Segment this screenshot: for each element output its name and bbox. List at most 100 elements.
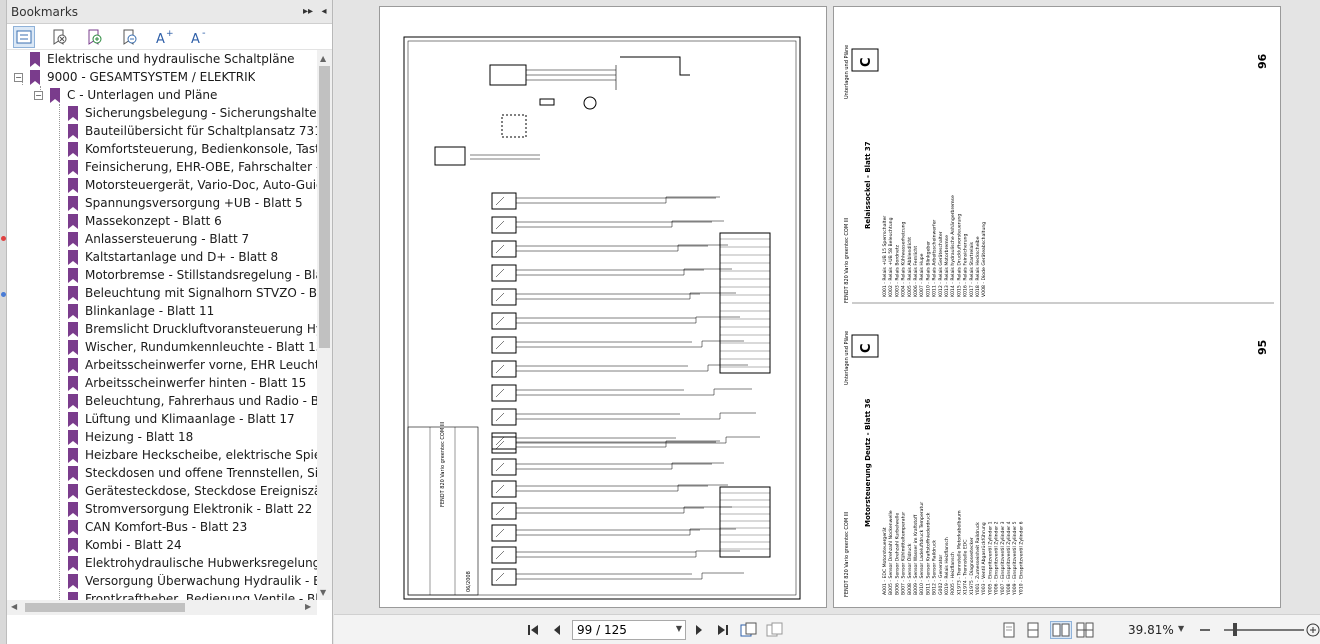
scroll-right-icon[interactable]: ▶ [305, 602, 312, 611]
bookmark-horizontal-scrollbar[interactable]: ◀ ▶ [7, 600, 317, 615]
bookmark-item[interactable]: Versorgung Überwachung Hydraulik - Blat [67, 572, 317, 590]
page-number-field[interactable]: 99 / 125 ▼ [572, 620, 686, 640]
bookmark-item[interactable]: − C - Unterlagen und Pläne [34, 86, 217, 104]
expand-bookmark-button[interactable] [118, 26, 140, 48]
collapse-toggle-icon[interactable]: − [14, 72, 23, 82]
component-list-item: K001 - Relais +UB 15 Sperrschalter [882, 216, 888, 297]
bookmark-item[interactable]: Heizung - Blatt 18 [67, 428, 193, 446]
first-page-button[interactable] [524, 621, 542, 639]
bookmark-item[interactable]: Feinsicherung, EHR-OBE, Fahrschalter - B… [67, 158, 317, 176]
bookmark-tree: Elektrische und hydraulische Schaltpläne… [7, 50, 317, 600]
bookmark-item[interactable]: Bauteilübersicht für Schaltplansatz 731.… [67, 122, 317, 140]
bookmark-item[interactable]: Motorbremse - Stillstandsregelung - Blat… [67, 266, 317, 284]
component-list-item: Y007 - Einspritzventil Zylinder 3 [1000, 521, 1006, 596]
bookmark-label: Heizbare Heckscheibe, elektrische Spiege [85, 448, 317, 462]
scroll-left-icon[interactable]: ◀ [11, 602, 18, 611]
previous-view-button[interactable] [740, 621, 758, 639]
component-list-item: K010 - Relais Blinkgeber [925, 241, 931, 297]
bookmark-item[interactable]: Frontkraftheber, Bedienung Ventile - Bla… [67, 590, 317, 600]
vertical-scroll-thumb[interactable] [319, 66, 330, 348]
bookmark-icon [68, 123, 78, 139]
wire-trace [495, 440, 720, 450]
next-page-button[interactable] [690, 621, 708, 639]
bookmark-item[interactable]: Motorsteuergerät, Vario-Doc, Auto-Guide [67, 176, 317, 194]
relay-symbol [491, 568, 517, 586]
bookmark-item[interactable]: Massekonzept - Blatt 6 [67, 212, 222, 230]
relay-symbol [491, 436, 517, 454]
bookmark-item[interactable]: Spannungsversorgung +UB - Blatt 5 [67, 194, 303, 212]
component-list-item: Y001 - Zumesseinheit Raildruck [975, 522, 981, 596]
bookmark-item[interactable]: Beleuchtung mit Signalhorn STVZO - Blat [67, 284, 317, 302]
wire-trace [495, 196, 720, 206]
bookmark-item[interactable]: Arbeitsscheinwerfer hinten - Blatt 15 [67, 374, 306, 392]
bookmark-icon [68, 141, 78, 157]
decrease-font-button[interactable]: A- [188, 26, 210, 48]
bookmark-item[interactable]: Arbeitsscheinwerfer vorne, EHR Leuchte [67, 356, 317, 374]
bookmark-item[interactable]: Gerätesteckdose, Steckdose Ereigniszähle [67, 482, 317, 500]
upper-vehicle: FENDT 820 Vario greentec COM III [844, 218, 850, 303]
bookmark-label: Anlassersteuerung - Blatt 7 [85, 232, 250, 246]
first-page-icon [528, 625, 538, 635]
increase-font-button[interactable]: A+ [153, 26, 175, 48]
component-list-item: B009 - Sensor Wasser im Kraftstoff [913, 514, 919, 595]
bookmark-vertical-scrollbar[interactable]: ▲ ▼ [317, 50, 332, 600]
bookmark-label: Gerätesteckdose, Steckdose Ereigniszähle [85, 484, 317, 498]
bookmark-item[interactable]: Lüftung und Klimaanlage - Blatt 17 [67, 410, 295, 428]
zoom-dropdown-icon[interactable]: ▼ [1178, 624, 1185, 633]
bookmark-options-button[interactable] [13, 25, 35, 48]
relay-symbol [491, 240, 517, 258]
zoom-level[interactable]: 39.81% [1128, 623, 1174, 637]
next-page-icon [696, 625, 702, 635]
bookmark-item[interactable]: Komfortsteuerung, Bedienkonsole, Tastat [67, 140, 317, 158]
expand-panel-icon[interactable]: ▸▸ [302, 6, 314, 17]
delete-bookmark-button[interactable] [48, 26, 70, 48]
collapse-toggle-icon[interactable]: − [34, 90, 43, 100]
zoom-slider[interactable] [1224, 629, 1304, 631]
last-page-button[interactable] [714, 621, 732, 639]
bookmark-icon [68, 447, 78, 463]
relay-symbol [491, 216, 517, 234]
scroll-down-icon[interactable]: ▼ [320, 588, 327, 597]
bookmark-item[interactable]: Bremslicht Druckluftvoransteuerung Hydr. [67, 320, 317, 338]
bookmark-item[interactable]: −9000 - GESAMTSYSTEM / ELEKTRIK [14, 68, 255, 86]
previous-page-button[interactable] [548, 621, 566, 639]
component-list-item: K011 - Relais Arbeitsscheinwerfer [932, 220, 938, 297]
zoom-slider-thumb[interactable] [1233, 623, 1237, 636]
bookmark-item[interactable]: Anlassersteuerung - Blatt 7 [67, 230, 249, 248]
bookmark-item[interactable]: CAN Komfort-Bus - Blatt 23 [67, 518, 247, 536]
bookmark-item[interactable]: Heizbare Heckscheibe, elektrische Spiege [67, 446, 317, 464]
continuous-facing-view-button[interactable] [1076, 621, 1094, 639]
horizontal-scroll-thumb[interactable] [25, 603, 185, 612]
relay-group-bottom [491, 436, 744, 586]
chevron-down-icon[interactable]: ▼ [675, 624, 682, 633]
left-toolstrip [0, 0, 7, 644]
zoom-in-button[interactable] [1304, 621, 1320, 639]
facing-view-button[interactable] [1050, 621, 1072, 639]
bookmark-item[interactable]: Steckdosen und offene Trennstellen, Sitz [67, 464, 317, 482]
single-page-view-button[interactable] [1000, 621, 1018, 639]
bookmark-item[interactable]: Elektrische und hydraulische Schaltpläne [29, 50, 295, 68]
bookmark-icon [68, 339, 78, 355]
bookmark-item[interactable]: Wischer, Rundumkennleuchte - Blatt 13 [67, 338, 317, 356]
zoom-out-button[interactable] [1196, 621, 1214, 639]
bookmark-item[interactable]: Kombi - Blatt 24 [67, 536, 182, 554]
add-bookmark-button[interactable] [83, 26, 105, 48]
wire-trace [495, 436, 760, 446]
bookmark-item[interactable]: Kaltstartanlage und D+ - Blatt 8 [67, 248, 278, 266]
bookmark-icon [68, 303, 78, 319]
scroll-up-icon[interactable]: ▲ [320, 54, 327, 63]
bookmark-item[interactable]: Stromversorgung Elektronik - Blatt 22 [67, 500, 312, 518]
next-view-button[interactable] [766, 621, 784, 639]
bookmark-item[interactable]: Blinkanlage - Blatt 11 [67, 302, 214, 320]
bookmark-item[interactable]: Beleuchtung, Fahrerhaus und Radio - Blat [67, 392, 317, 410]
bookmark-item[interactable]: Sicherungsbelegung - Sicherungshalter X0 [67, 104, 317, 122]
bookmarks-toolbar: A+ A- [7, 24, 332, 50]
bookmark-label: C - Unterlagen und Pläne [67, 88, 218, 102]
component-list-item: B006 - Sensor Drehzahl Kurbelwelle [894, 513, 900, 595]
continuous-view-button[interactable] [1024, 621, 1042, 639]
relay-symbol [491, 524, 517, 542]
bookmark-item[interactable]: Elektrohydraulische Hubwerksregelung - E [67, 554, 317, 572]
bookmark-icon [30, 51, 40, 67]
document-view[interactable]: FENDT 820 Vario greentec COM III 06/2008… [334, 0, 1320, 614]
collapse-panel-icon[interactable]: ◂ [321, 6, 327, 17]
